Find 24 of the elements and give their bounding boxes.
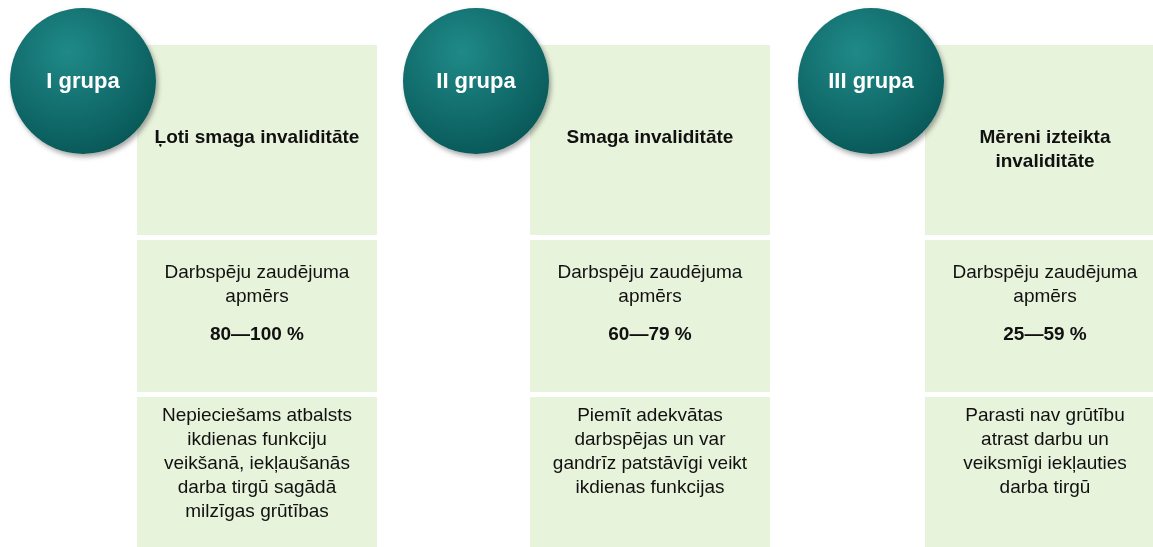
- heading-panel: [925, 45, 1153, 235]
- info-panel: [530, 240, 770, 392]
- description-text: Parasti nav grūtību atrast darbu un veiksmīgi iekļauties darba tirgū: [962, 403, 1128, 499]
- description-text: Nepieciešams atbalsts ikdienas funkciju veikšanā, iekļaušanās darba tirgū sagādā milzīgas grūtības: [160, 403, 354, 523]
- heading-panel: [137, 45, 377, 235]
- description-panel: [137, 397, 377, 547]
- heading-text: Mēreni izteikta invaliditāte: [978, 125, 1112, 173]
- description-panel: [925, 397, 1153, 547]
- measure-label: Darbspēju zaudējuma apmērs: [951, 260, 1139, 308]
- group-label: III grupa: [828, 68, 914, 94]
- description-text: Piemīt adekvātas darbspējas un var gandrīz patstāvīgi veikt ikdienas funkcijas: [551, 403, 749, 499]
- group-label: II grupa: [436, 68, 516, 94]
- percentage-range: 60—79 %: [608, 322, 692, 346]
- percentage-range: 80—100 %: [210, 322, 304, 346]
- group-label: I grupa: [46, 68, 120, 94]
- info-panel: [137, 240, 377, 392]
- heading-panel: [530, 45, 770, 235]
- percentage-range: 25—59 %: [1003, 322, 1087, 346]
- description-panel: [530, 397, 770, 547]
- heading-text: Smaga invaliditāte: [566, 125, 734, 149]
- info-panel: [925, 240, 1153, 392]
- heading-text: Ļoti smaga invaliditāte: [154, 125, 360, 149]
- measure-label: Darbspēju zaudējuma apmērs: [556, 260, 744, 308]
- measure-label: Darbspēju zaudējuma apmērs: [163, 260, 351, 308]
